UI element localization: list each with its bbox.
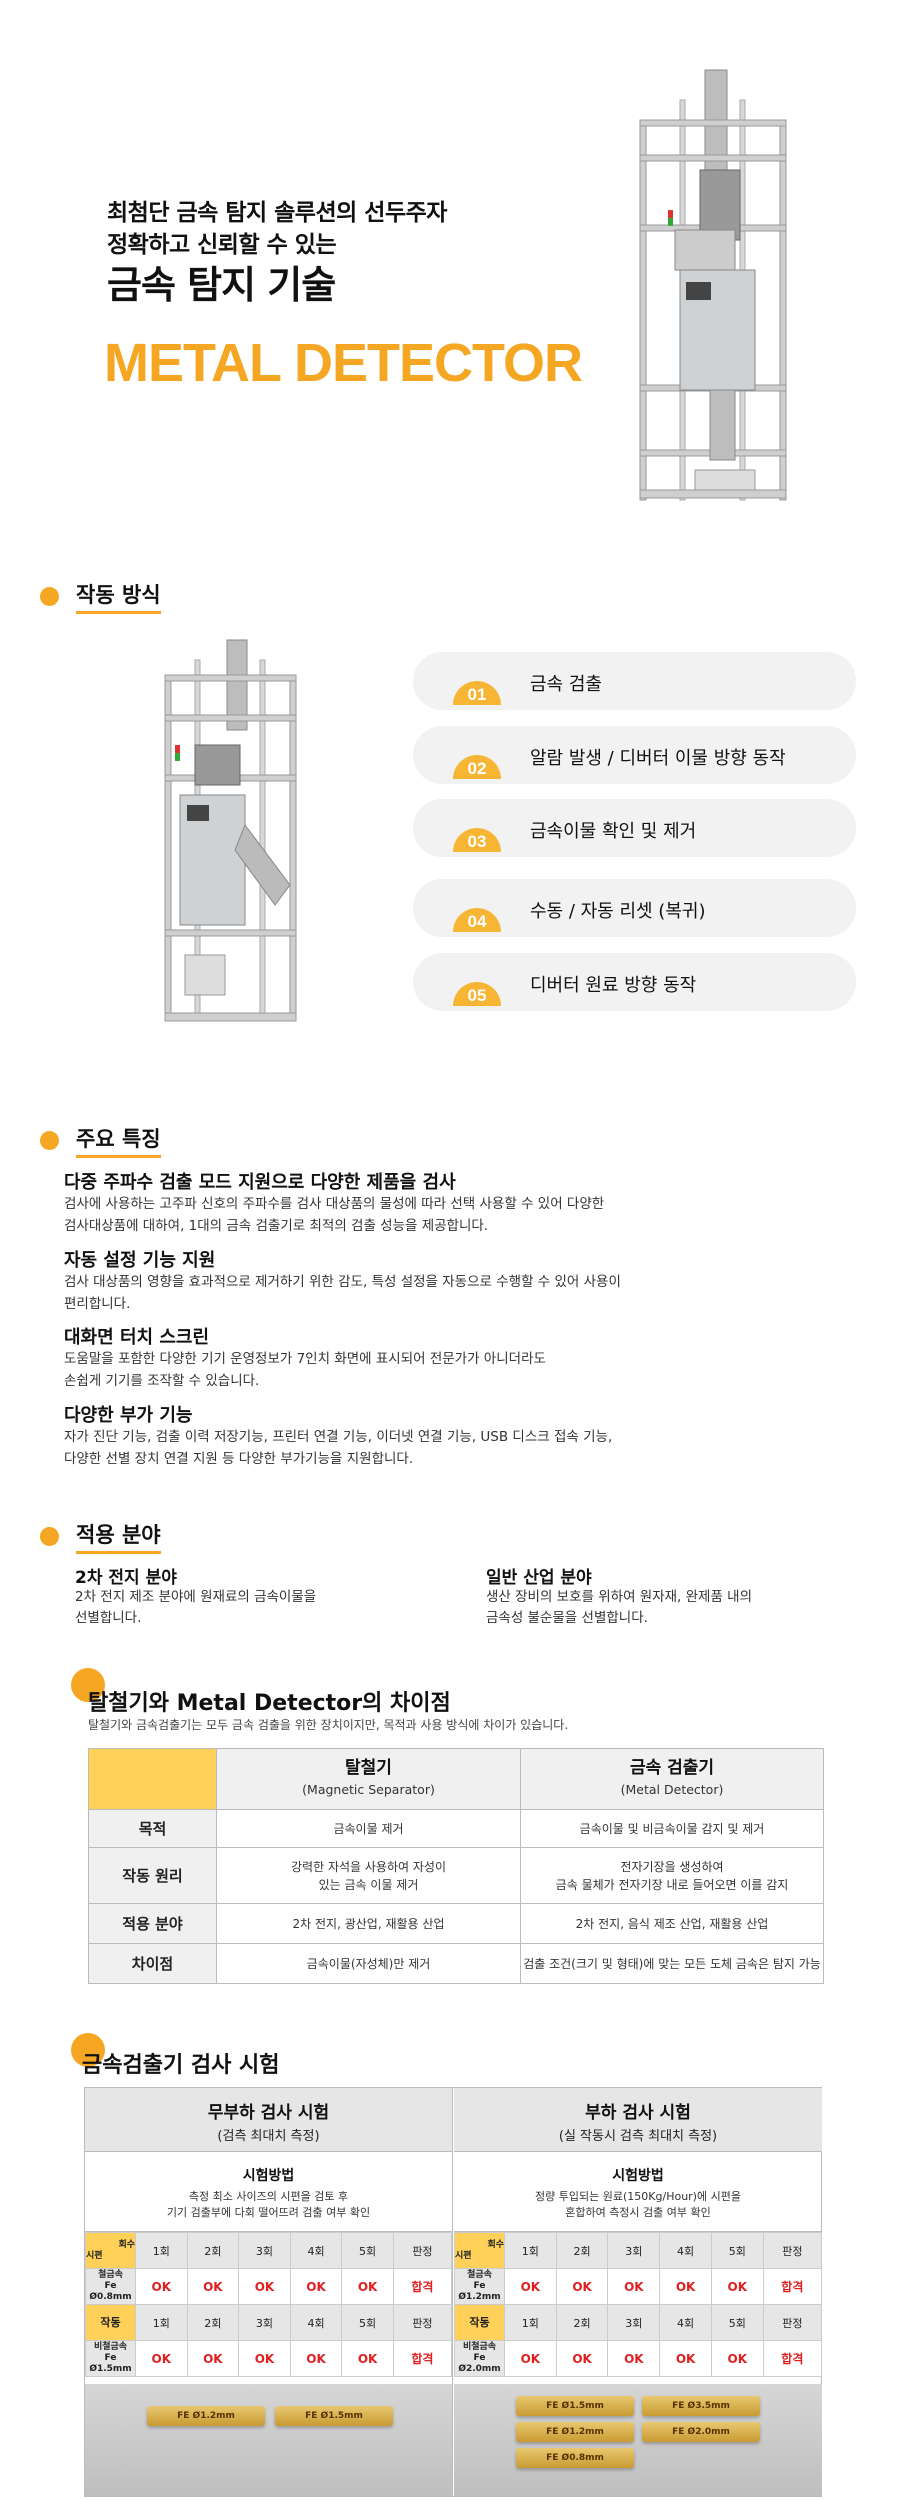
table-cell: 2차 전지, 광산업, 재활용 산업: [216, 1903, 521, 1944]
test-sample: FE Ø3.5mm: [642, 2396, 760, 2416]
section-title-compare: 탈철기와 Metal Detector의 차이점: [88, 1691, 451, 1716]
field-heading-industry: 일반 산업 분야: [486, 1568, 592, 1588]
feature-desc-2: 편리합니다.: [64, 1296, 131, 1312]
section-dot: [40, 587, 59, 606]
test-panel: 무부하 검사 시험(검측 최대치 측정) 시험방법 측정 최소 사이즈의 시편을…: [84, 2087, 823, 2497]
feature-desc-2: 검사대상품에 대하여, 1대의 금속 검출기로 최적의 검출 성능을 제공합니다…: [64, 1218, 489, 1234]
section-dot: [40, 1527, 59, 1546]
feature-desc-1: 자가 진단 기능, 검출 이력 저장기능, 프린터 연결 기능, 이더넷 연결 …: [64, 1429, 613, 1445]
test-sample: FE Ø0.8mm: [516, 2448, 634, 2468]
test-method: 시험방법 정량 투입되는 원료(150Kg/Hour)에 시편을 혼합하여 측정…: [454, 2152, 822, 2232]
metal-detector-machine-image-2: [164, 639, 297, 1022]
step-number: 01: [453, 681, 501, 705]
row-header: 목적: [88, 1809, 217, 1848]
test-sample: FE Ø2.0mm: [642, 2422, 760, 2442]
sample-photo: FE Ø1.2mm FE Ø1.5mm: [85, 2384, 452, 2496]
feature-desc-1: 도움말을 포함한 다양한 기기 운영정보가 7인치 화면에 표시되어 전문가가 …: [64, 1351, 546, 1367]
feature-desc-2: 손쉽게 기기를 조작할 수 있습니다.: [64, 1373, 260, 1389]
test-sample: FE Ø1.5mm: [275, 2406, 393, 2426]
compare-subtitle: 탈철기와 금속검출기는 모두 금속 검출을 위한 장치이지만, 목적과 사용 방…: [88, 1718, 569, 1732]
test-sample: FE Ø1.2mm: [516, 2422, 634, 2442]
field-desc-2: 금속성 불순물을 선별합니다.: [486, 1610, 648, 1626]
step-number: 04: [453, 908, 501, 932]
test-sample: FE Ø1.2mm: [147, 2406, 265, 2426]
test-load: 부하 검사 시험(실 작동시 검측 최대치 측정) 시험방법 정량 투입되는 원…: [454, 2088, 823, 2496]
feature-desc-1: 검사에 사용하는 고주파 신호의 주파수를 검사 대상품의 물성에 따라 선택 …: [64, 1196, 605, 1212]
feature-desc-1: 검사 대상품의 영향을 효과적으로 제거하기 위한 감도, 특성 설정을 자동으…: [64, 1274, 621, 1290]
field-desc-1: 2차 전지 제조 분야에 원재료의 금속이물을: [75, 1589, 317, 1605]
table-cell: 금속이물 제거: [216, 1809, 521, 1848]
test-no-load: 무부하 검사 시험(검측 최대치 측정) 시험방법 측정 최소 사이즈의 시편을…: [85, 2088, 453, 2496]
step-label: 디버터 원료 방향 동작: [530, 975, 697, 996]
test-header: 부하 검사 시험(실 작동시 검측 최대치 측정): [454, 2088, 822, 2152]
section-title-operation: 작동 방식: [76, 583, 161, 615]
step-number: 05: [453, 982, 501, 1006]
field-desc-1: 생산 장비의 보호를 위하여 원자재, 완제품 내의: [486, 1589, 753, 1605]
step-number: 02: [453, 755, 501, 779]
feature-heading: 자동 설정 기능 지원: [64, 1250, 216, 1271]
step-label: 금속이물 확인 및 제거: [530, 821, 697, 842]
table-row: 목적 금속이물 제거 금속이물 및 비금속이물 감지 및 제거: [88, 1809, 824, 1848]
feature-heading: 다중 주파수 검출 모드 지원으로 다양한 제품을 검사: [64, 1172, 456, 1193]
comparison-table: 탈철기(Magnetic Separator) 금속 검출기(Metal Det…: [88, 1748, 824, 1984]
table-row: 차이점 금속이물(자성체)만 제거 검출 조건(크기 및 형태)에 맞는 모든 …: [88, 1943, 824, 1984]
test-header: 무부하 검사 시험(검측 최대치 측정): [85, 2088, 452, 2152]
test-method: 시험방법 측정 최소 사이즈의 시편을 검토 후 기기 검출부에 다회 떨어뜨려…: [85, 2152, 452, 2232]
operation-step: 05 디버터 원료 방향 동작: [413, 953, 856, 1011]
operation-step: 01 금속 검출: [413, 652, 856, 710]
table-cell: 2차 전지, 음식 제조 산업, 재활용 산업: [520, 1903, 824, 1944]
table-cell: 금속이물(자성체)만 제거: [216, 1943, 521, 1984]
row-header: 적용 분야: [88, 1903, 217, 1944]
column-header: 탈철기(Magnetic Separator): [216, 1748, 521, 1810]
row-header: 작동 원리: [88, 1847, 217, 1904]
section-dot: [71, 2033, 105, 2067]
feature-desc-2: 다양한 선별 장치 연결 지원 등 다양한 부가기능을 지원합니다.: [64, 1451, 414, 1467]
hero-english-title: METAL DETECTOR: [104, 333, 583, 393]
section-title-fields: 적용 분야: [76, 1523, 161, 1555]
table-corner: [88, 1748, 217, 1810]
section-dot: [71, 1668, 105, 1702]
hero-tagline-2: 정확하고 신뢰할 수 있는: [107, 232, 337, 258]
sample-photo: FE Ø1.5mm FE Ø3.5mm FE Ø1.2mm FE Ø2.0mm …: [454, 2384, 822, 2496]
operation-step: 03 금속이물 확인 및 제거: [413, 799, 856, 857]
metal-detector-machine-image: [639, 69, 787, 501]
field-desc-2: 선별합니다.: [75, 1610, 142, 1626]
table-row: 적용 분야 2차 전지, 광산업, 재활용 산업 2차 전지, 음식 제조 산업…: [88, 1903, 824, 1944]
operation-step: 04 수동 / 자동 리셋 (복귀): [413, 879, 856, 937]
row-header: 차이점: [88, 1943, 217, 1984]
section-title-features: 주요 특징: [76, 1127, 161, 1159]
hero-tagline-1: 최첨단 금속 탐지 솔루션의 선두주자: [107, 200, 447, 226]
step-label: 수동 / 자동 리셋 (복귀): [530, 901, 706, 922]
table-cell: 금속이물 및 비금속이물 감지 및 제거: [520, 1809, 824, 1848]
section-title-test: 금속검출기 검사 시험: [82, 2053, 280, 2078]
table-cell: 검출 조건(크기 및 형태)에 맞는 모든 도체 금속은 탐지 가능: [520, 1943, 824, 1984]
field-heading-battery: 2차 전지 분야: [75, 1568, 177, 1588]
feature-heading: 다양한 부가 기능: [64, 1405, 193, 1426]
section-dot: [40, 1131, 59, 1150]
step-label: 알람 발생 / 디버터 이물 방향 동작: [530, 748, 786, 769]
operation-step: 02 알람 발생 / 디버터 이물 방향 동작: [413, 726, 856, 784]
column-header: 금속 검출기(Metal Detector): [520, 1748, 824, 1810]
hero-title: 금속 탐지 기술: [107, 263, 336, 307]
step-label: 금속 검출: [530, 674, 602, 695]
step-number: 03: [453, 828, 501, 852]
test-sample: FE Ø1.5mm: [516, 2396, 634, 2416]
feature-heading: 대화면 터치 스크린: [64, 1327, 210, 1348]
